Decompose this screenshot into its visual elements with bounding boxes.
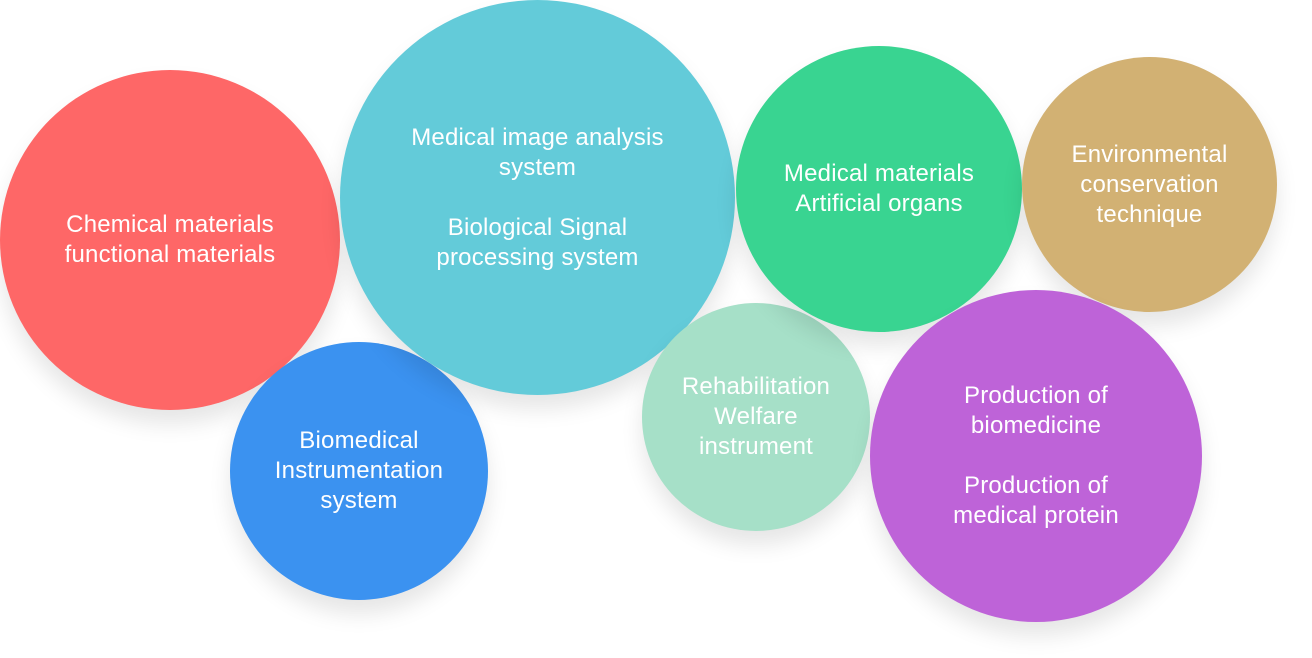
bubble-text-line: Instrumentation bbox=[274, 457, 444, 484]
bubble-text-line: system bbox=[320, 487, 398, 514]
bubble-medical-materials: Medical materials Artificial organs bbox=[736, 46, 1022, 332]
bubble-chemical-materials-text: Chemical materials functional materials bbox=[65, 210, 276, 270]
bubble-text-line: functional materials bbox=[64, 241, 276, 268]
bubble-production-biomedicine-text: Production of biomedicine Production of … bbox=[953, 381, 1119, 531]
bubble-biomedical-instrumentation-text: Biomedical Instrumentation system bbox=[275, 426, 443, 516]
bubble-text-line: Production of bbox=[963, 472, 1109, 499]
bubble-biomedical-instrumentation: Biomedical Instrumentation system bbox=[230, 342, 488, 600]
bubble-text-line: technique bbox=[1096, 200, 1203, 228]
bubble-text-gap bbox=[953, 441, 1119, 471]
bubble-chemical-materials: Chemical materials functional materials bbox=[0, 70, 340, 410]
bubble-medical-image-analysis: Medical image analysis system Biological… bbox=[340, 0, 735, 395]
bubble-text-gap bbox=[411, 183, 664, 213]
bubble-text-line: Biomedical bbox=[299, 427, 419, 454]
bubble-text-line: conservation bbox=[1080, 170, 1219, 198]
bubble-production-biomedicine: Production of biomedicine Production of … bbox=[870, 290, 1202, 622]
bubble-text-line: system bbox=[498, 153, 577, 181]
bubble-rehabilitation-welfare-text: Rehabilitation Welfare instrument bbox=[682, 372, 830, 462]
bubble-text-line: Medical image analysis bbox=[411, 123, 664, 151]
bubble-text-line: Welfare bbox=[714, 403, 798, 430]
bubble-text-line: biomedicine bbox=[970, 412, 1102, 439]
bubble-medical-materials-text: Medical materials Artificial organs bbox=[784, 159, 974, 219]
bubble-rehabilitation-welfare: Rehabilitation Welfare instrument bbox=[642, 303, 870, 531]
bubble-text-line: Biological Signal bbox=[447, 213, 628, 241]
bubble-environmental-conservation-text: Environmental conservation technique bbox=[1071, 140, 1227, 230]
bubble-text-line: Rehabilitation bbox=[681, 373, 831, 400]
bubble-text-line: processing system bbox=[436, 243, 639, 271]
bubble-text-line: Environmental bbox=[1071, 140, 1228, 168]
bubble-text-line: Artificial organs bbox=[795, 190, 963, 217]
bubble-text-line: Production of bbox=[963, 382, 1109, 409]
bubble-medical-image-analysis-text: Medical image analysis system Biological… bbox=[411, 123, 664, 273]
bubble-text-line: Medical materials bbox=[783, 160, 975, 187]
bubble-environmental-conservation: Environmental conservation technique bbox=[1022, 57, 1277, 312]
bubble-text-line: medical protein bbox=[953, 502, 1119, 529]
bubble-text-line: instrument bbox=[698, 433, 814, 460]
bubble-text-line: Chemical materials bbox=[66, 211, 274, 238]
